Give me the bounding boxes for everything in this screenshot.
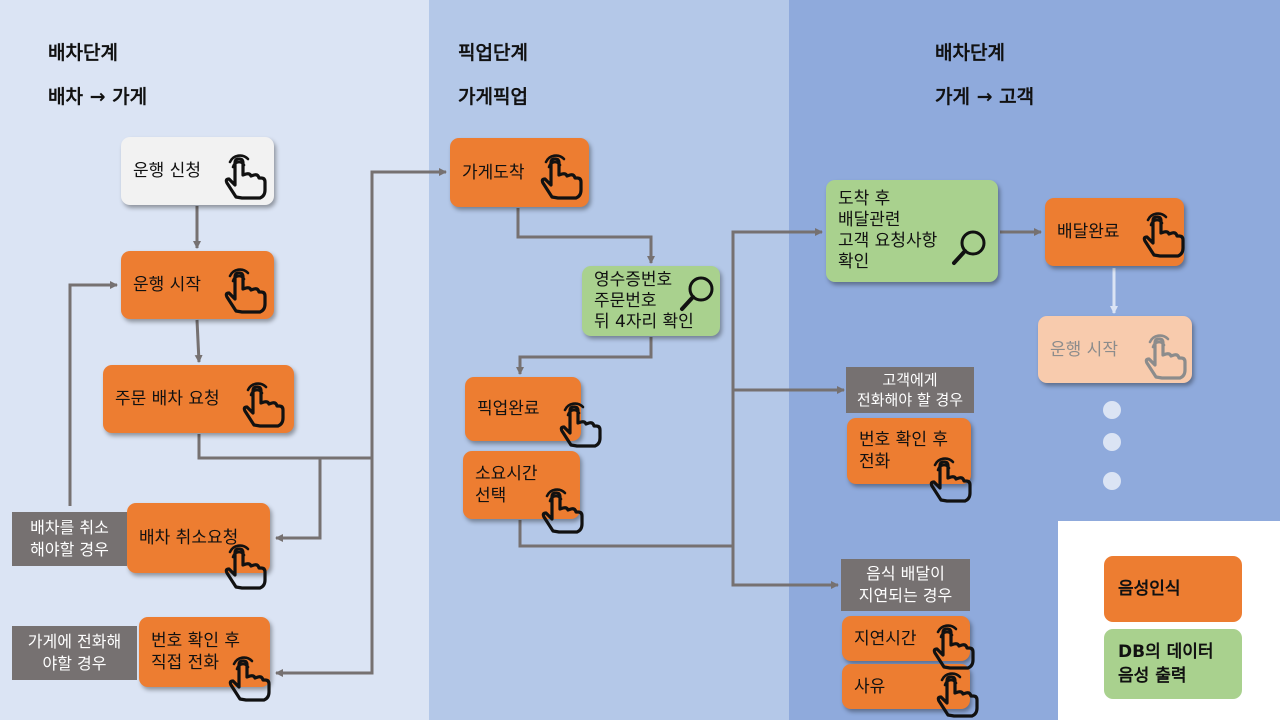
connector-start-to-dispatch	[194, 319, 203, 363]
column-2-title: 픽업단계	[458, 42, 528, 64]
tap-hand-icon	[218, 540, 270, 596]
column-3-subtitle: 가게 → 고객	[935, 86, 1035, 108]
magnifier-icon	[678, 274, 718, 318]
condition-cancel-dispatch: 배차를 취소 해야할 경우	[12, 512, 127, 566]
tap-hand-icon	[218, 150, 270, 206]
connector-trunk	[370, 168, 447, 458]
node-label: 영수증번호 주문번호 뒤 4자리 확인	[594, 269, 694, 332]
node-label: 픽업완료	[477, 399, 540, 419]
tap-hand-icon	[1136, 208, 1188, 264]
node-label: 주문 배차 요청	[115, 389, 220, 409]
ellipsis-dot	[1103, 433, 1121, 451]
node-arrival-check: 도착 후 배달관련 고객 요청사항 확인	[826, 180, 998, 282]
node-label: 소요시간 선택	[475, 464, 538, 506]
legend-db-voice-output: DB의 데이터 음성 출력	[1104, 629, 1242, 699]
node-label: 배차 취소요청	[139, 528, 239, 548]
connector-duration-bus	[518, 520, 733, 548]
node-label: 가게도착	[462, 162, 525, 183]
node-label: 사유	[854, 676, 886, 697]
tap-hand-icon	[1138, 330, 1190, 386]
tap-hand-icon	[236, 378, 288, 434]
connector-to-arrival-check	[731, 228, 823, 546]
column-3-title: 배차단계	[935, 42, 1005, 64]
column-1-title: 배차단계	[48, 42, 118, 64]
column-store-pickup	[429, 0, 789, 720]
node-label: 지연시간	[854, 628, 917, 649]
connector-to-cancel	[275, 458, 322, 542]
tap-hand-icon	[534, 150, 586, 206]
tap-hand-icon	[553, 398, 605, 454]
tap-hand-icon	[535, 484, 587, 540]
node-label: 번호 확인 후 전화	[859, 430, 949, 472]
node-label: 배달완료	[1057, 222, 1120, 242]
ellipsis-dot	[1103, 401, 1121, 419]
connector-cancel-loop	[68, 281, 118, 506]
connector-dispatch-bus	[197, 434, 372, 460]
node-label: 운행 신청	[133, 161, 201, 181]
node-dispatch-cancel-request: 배차 취소요청	[127, 503, 270, 573]
node-label: 번호 확인 후 직접 전화	[151, 631, 241, 673]
condition-call-store: 가게에 전화해 야할 경우	[12, 626, 137, 680]
ellipsis-dot	[1103, 472, 1121, 490]
condition-food-delay: 음식 배달이 지연되는 경우	[841, 559, 970, 611]
node-delay-time: 지연시간	[842, 616, 970, 661]
column-1-subtitle: 배차 → 가게	[48, 86, 148, 108]
connector-arrival-to-receipt	[516, 208, 655, 264]
legend-voice-recognition: 음성인식	[1104, 556, 1242, 622]
tap-hand-icon	[222, 652, 274, 708]
node-run-start-next: 운행 시작	[1038, 316, 1192, 383]
node-receipt-check: 영수증번호 주문번호 뒤 4자리 확인	[582, 266, 720, 336]
node-reason: 사유	[842, 664, 970, 709]
tap-hand-icon	[926, 620, 978, 676]
column-2-subtitle: 가게픽업	[458, 86, 528, 108]
tap-hand-icon	[930, 668, 982, 724]
node-label: 운행 시작	[1050, 339, 1118, 360]
connector-to-direct-call	[275, 458, 374, 677]
condition-call-customer: 고객에게 전화해야 할 경우	[846, 367, 974, 413]
connector-receipt-to-pickup	[516, 337, 653, 375]
node-label: 운행 시작	[133, 275, 201, 295]
tap-hand-icon	[218, 264, 270, 320]
node-run-start: 운행 시작	[121, 251, 274, 319]
node-label: 도착 후 배달관련 고객 요청사항 확인	[838, 189, 938, 272]
node-customer-number-call: 번호 확인 후 전화	[847, 418, 971, 484]
node-run-request: 운행 신청	[121, 137, 274, 205]
tap-hand-icon	[923, 453, 975, 509]
connector-to-delay	[731, 546, 839, 589]
magnifier-icon	[950, 228, 990, 272]
